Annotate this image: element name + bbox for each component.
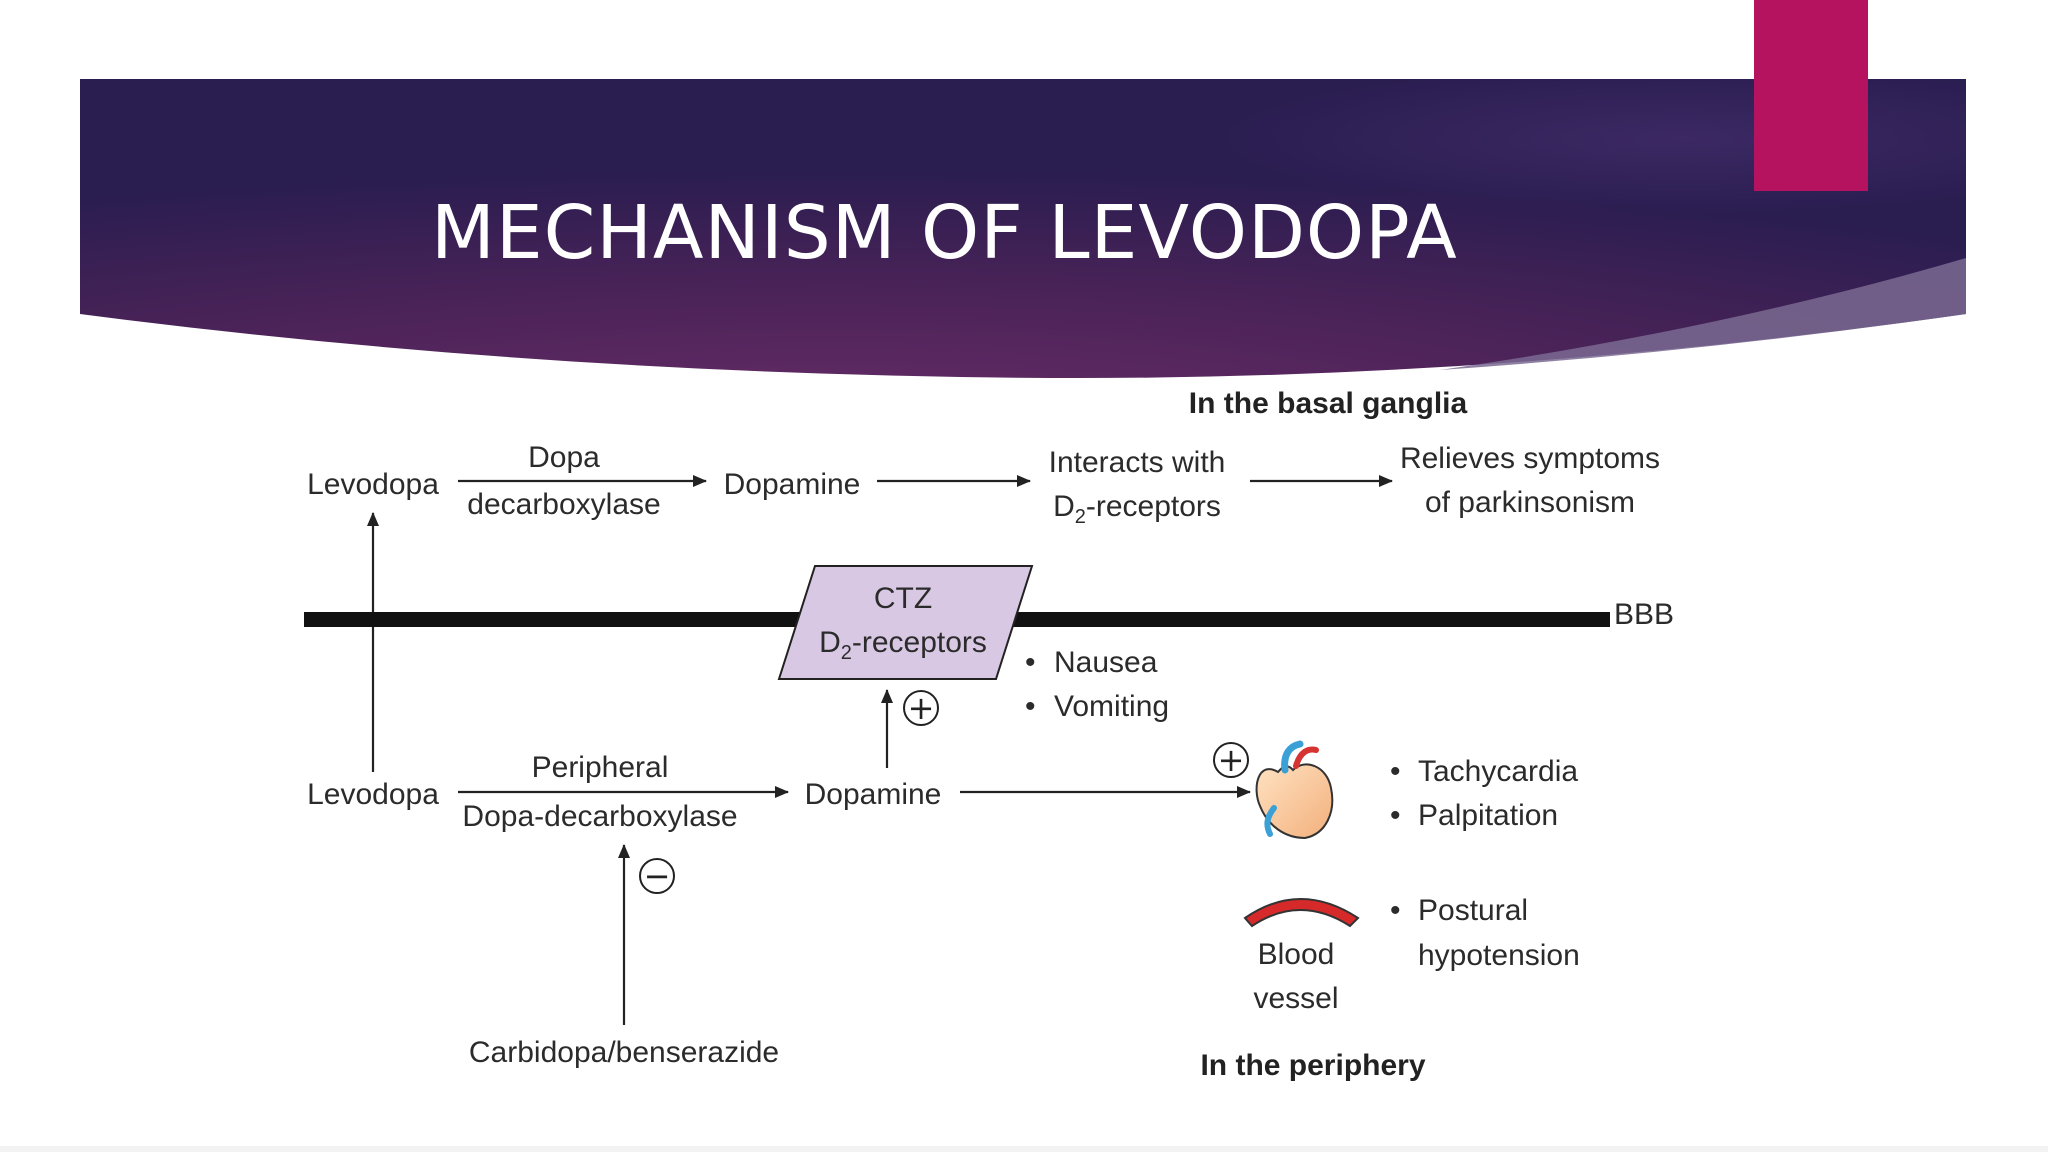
banner-swoosh xyxy=(1440,258,1966,370)
svg-text:−: − xyxy=(644,857,671,895)
heart-effect-tachycardia: Tachycardia xyxy=(1418,755,1578,788)
interacts-line2: D2-receptors xyxy=(1053,490,1221,528)
banner-glow xyxy=(80,79,1966,379)
blood-vessel-icon xyxy=(1243,898,1360,928)
vessel-effect-line2: hypotension xyxy=(1418,939,1580,972)
effect-line1: Relieves symptoms xyxy=(1400,442,1660,475)
heart-effect-bullet-1: • xyxy=(1390,755,1401,788)
heart-plus-icon: + xyxy=(1213,741,1249,779)
effect-line2: of parkinsonism xyxy=(1425,486,1635,519)
carbidopa-minus-icon: − xyxy=(639,857,675,895)
heart-icon xyxy=(1255,740,1334,840)
slide-title: MECHANISM OF LEVODOPA xyxy=(431,190,1458,276)
ctz-effect-bullet-2: • xyxy=(1025,690,1036,723)
ctz-line2: D2-receptors xyxy=(819,626,987,664)
vessel-label-line1: Blood xyxy=(1258,938,1335,971)
top-dopamine-label: Dopamine xyxy=(724,468,861,501)
carbidopa-label: Carbidopa/benserazide xyxy=(469,1036,779,1069)
ctz-effect-vomiting: Vomiting xyxy=(1054,690,1169,723)
bbb-label: BBB xyxy=(1614,598,1674,631)
heart-effect-bullet-2: • xyxy=(1390,799,1401,832)
svg-text:+: + xyxy=(908,689,935,727)
ctz-effect-nausea: Nausea xyxy=(1054,646,1158,679)
heart-effect-palpitation: Palpitation xyxy=(1418,799,1558,832)
bottom-enzyme-line2: Dopa-decarboxylase xyxy=(462,800,737,833)
top-enzyme-line1: Dopa xyxy=(528,441,600,474)
vessel-effect-line1: Postural xyxy=(1418,894,1528,927)
bottom-enzyme-line1: Peripheral xyxy=(532,751,669,784)
svg-text:+: + xyxy=(1218,741,1245,779)
title-banner xyxy=(80,79,1966,379)
vessel-label-line2: vessel xyxy=(1253,982,1338,1015)
section-label-basal-ganglia: In the basal ganglia xyxy=(1189,387,1468,420)
section-label-periphery: In the periphery xyxy=(1200,1049,1425,1082)
top-levodopa-label: Levodopa xyxy=(307,468,439,501)
ctz-plus-icon: + xyxy=(903,689,939,727)
ctz-box xyxy=(777,565,1034,680)
vessel-effect-bullet: • xyxy=(1390,894,1401,927)
ctz-effect-bullet-1: • xyxy=(1025,646,1036,679)
interacts-line1: Interacts with xyxy=(1049,446,1226,479)
top-enzyme-line2: decarboxylase xyxy=(467,488,660,521)
bottom-rule xyxy=(0,1146,2048,1152)
accent-tab xyxy=(1754,0,1868,191)
ctz-line1: CTZ xyxy=(874,582,932,615)
bottom-levodopa-label: Levodopa xyxy=(307,778,439,811)
bottom-dopamine-label: Dopamine xyxy=(805,778,942,811)
